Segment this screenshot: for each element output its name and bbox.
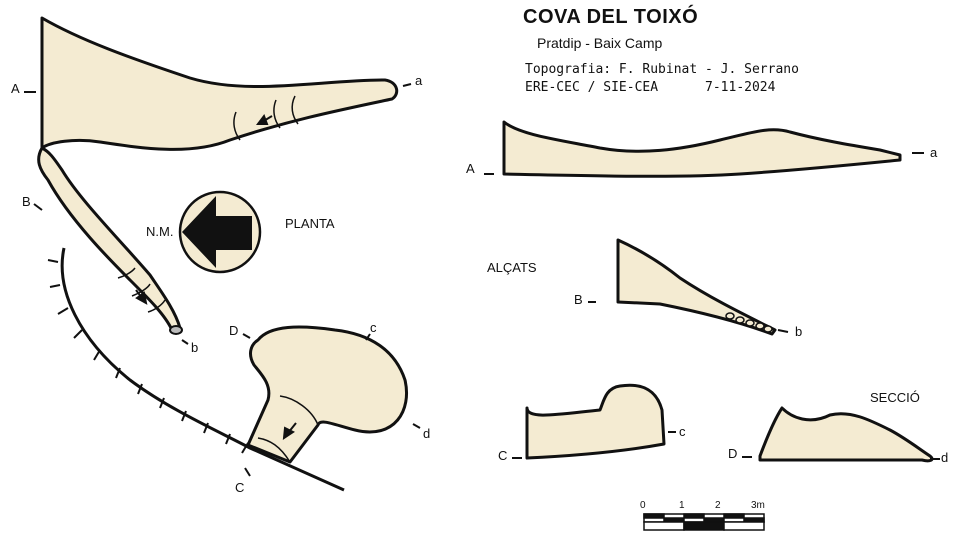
elevation-profile-A-a: [502, 120, 902, 178]
plan-chamber-D-d: [246, 325, 408, 464]
scale-tick-1: 1: [679, 500, 685, 511]
plan-outer-wall: [60, 247, 345, 492]
plan-gallery-A-a: [40, 16, 399, 151]
elevation-b-blocks: [725, 312, 773, 333]
organization-date: ERE-CEC / SIE-CEA 7-11-2024: [525, 80, 776, 95]
plan-label: PLANTA: [285, 216, 335, 231]
elev-point-d: d: [941, 450, 949, 465]
elev-point-D: D: [728, 446, 738, 461]
elev-point-B: B: [574, 292, 583, 307]
north-arrow-icon: [178, 190, 262, 274]
plan-point-A: A: [11, 81, 20, 96]
plan-point-C: C: [235, 480, 245, 495]
scale-tick-2: 2: [715, 500, 721, 511]
section-profile-D-d: [758, 406, 934, 463]
elev-point-a: a: [930, 145, 938, 160]
map-title: COVA DEL TOIXÓ: [523, 6, 699, 28]
plan-slope-arrows: [135, 113, 297, 441]
elev-point-A: A: [466, 161, 475, 176]
location-subtitle: Pratdip - Baix Camp: [537, 35, 663, 51]
elev-point-b: b: [795, 324, 803, 339]
scale-bar: [643, 513, 765, 531]
survey-credits: Topografia: F. Rubinat - J. Serrano: [525, 62, 799, 77]
scale-tick-0: 0: [640, 500, 646, 511]
plan-outer-wall-hatches: [47, 259, 249, 454]
elev-point-C: C: [498, 448, 508, 463]
plan-b-end-cap: [169, 325, 183, 335]
north-label: N.M.: [146, 224, 174, 239]
scale-tick-3m: 3m: [751, 500, 765, 511]
plan-point-D: D: [229, 323, 239, 338]
elevation-profile-B-b: [616, 238, 777, 336]
elevations-label: ALÇATS: [487, 260, 537, 275]
elev-point-c: c: [679, 424, 686, 439]
plan-station-ticks: [24, 83, 421, 477]
plan-point-c: c: [370, 320, 377, 335]
plan-section-marks: [117, 95, 319, 463]
plan-point-d: d: [423, 426, 431, 441]
plan-point-B: B: [22, 194, 31, 209]
plan-gallery-B-b: [37, 146, 182, 332]
section-label: SECCIÓ: [870, 390, 920, 405]
plan-point-a: a: [415, 73, 423, 88]
elevation-profile-C-c: [525, 383, 666, 460]
plan-point-b: b: [191, 340, 199, 355]
